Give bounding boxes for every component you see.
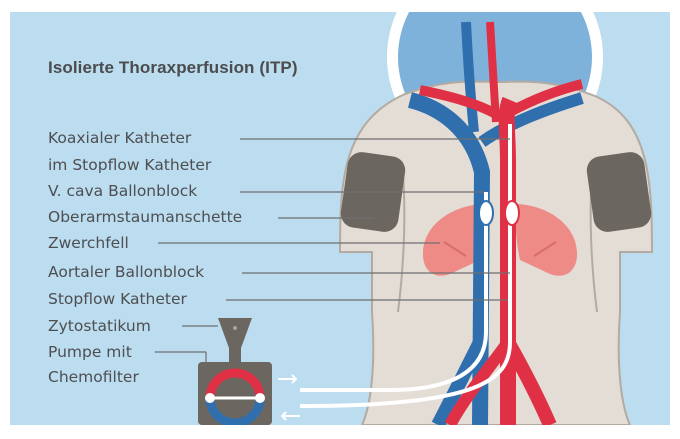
label-im-stopflow-katheter: im Stopflow Katheter (48, 156, 211, 174)
label-zytostatikum: Zytostatikum (48, 317, 151, 335)
label-chemofilter: Chemofilter (48, 368, 139, 386)
label-stopflow-katheter: Stopflow Katheter (48, 290, 187, 308)
vena-cava-balloon (479, 201, 493, 225)
label-pumpe-mit: Pumpe mit (48, 343, 132, 361)
pump-roller-left (205, 393, 215, 403)
diagram-title: Isolierte Thoraxperfusion (ITP) (48, 58, 298, 78)
pump-roller-right (255, 393, 265, 403)
label-zwerchfell: Zwerchfell (48, 234, 129, 252)
label-oberarmstaumanschette: Oberarmstaumanschette (48, 208, 242, 226)
diagram-panel: Isolierte Thoraxperfusion (ITP) Koaxiale… (10, 12, 670, 425)
label-koaxialer-katheter: Koaxialer Katheter (48, 129, 191, 147)
label-aortaler-ballonblock: Aortaler Ballonblock (48, 263, 204, 281)
label-v-cava-ballonblock: V. cava Ballonblock (48, 182, 197, 200)
aortal-balloon (505, 201, 519, 225)
right-arm-cuff (585, 150, 653, 233)
funnel-dot (233, 326, 237, 330)
